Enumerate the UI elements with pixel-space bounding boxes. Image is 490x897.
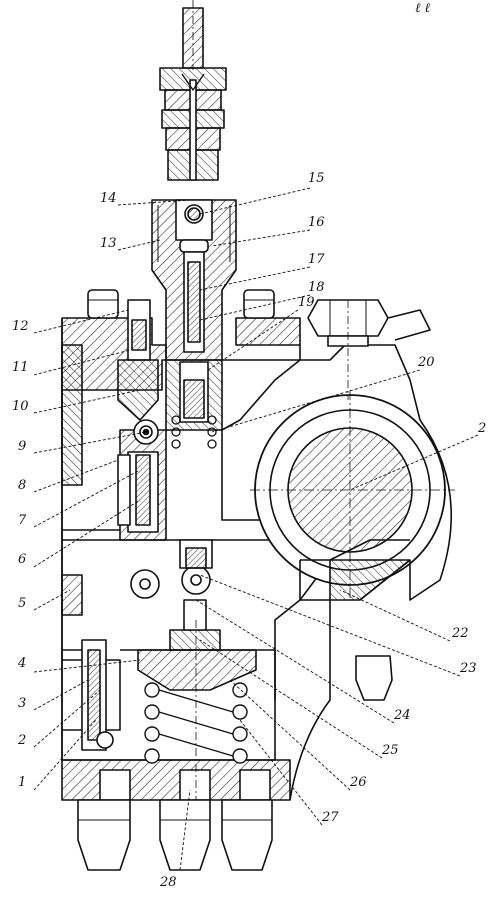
part-label-13: 13 [100, 236, 117, 251]
part-label-11: 11 [12, 360, 29, 375]
right-casing [289, 419, 453, 801]
part-label-10: 10 [12, 399, 29, 414]
part-label-12: 12 [12, 319, 29, 334]
part-label-20: 20 [418, 355, 435, 370]
part-label-7: 7 [18, 513, 27, 528]
leader-lines [33, 187, 479, 871]
valve-housing [151, 199, 237, 361]
part-label-1: 1 [18, 775, 27, 790]
part-label-27: 27 [322, 810, 339, 825]
part-label-6: 6 [18, 552, 27, 567]
part-label-8: 8 [18, 478, 27, 493]
banjo-fitting [307, 299, 431, 400]
delivery-fitting [159, 0, 227, 181]
part-label-25: 25 [382, 743, 399, 758]
part-label-23: 23 [460, 661, 477, 676]
part-label-16: 16 [308, 215, 325, 230]
part-label-5: 5 [18, 596, 27, 611]
part-label-3: 3 [18, 696, 27, 711]
small-coil-spring [171, 415, 217, 449]
camshaft-assembly [250, 390, 455, 601]
part-label-28: 28 [160, 875, 177, 890]
left-plunger-assembly [61, 574, 114, 751]
part-label-2: 2 [18, 733, 27, 748]
part-label-15: 15 [308, 171, 325, 186]
part-label-9: 9 [18, 439, 27, 454]
main-spring-assembly [137, 599, 257, 800]
part-label-4: 4 [18, 656, 27, 671]
header-fragment: ℓ ℓ [415, 1, 430, 16]
part-label-26: 26 [350, 775, 367, 790]
part-label-21: 2 [478, 421, 487, 436]
part-label-14: 14 [100, 191, 117, 206]
part-label-18: 18 [308, 280, 325, 295]
roller-followers [130, 539, 213, 599]
part-label-19: 19 [298, 295, 315, 310]
part-label-17: 17 [308, 252, 325, 267]
part-label-22: 22 [452, 626, 469, 641]
left-block [61, 344, 131, 526]
part-label-24: 24 [394, 708, 411, 723]
